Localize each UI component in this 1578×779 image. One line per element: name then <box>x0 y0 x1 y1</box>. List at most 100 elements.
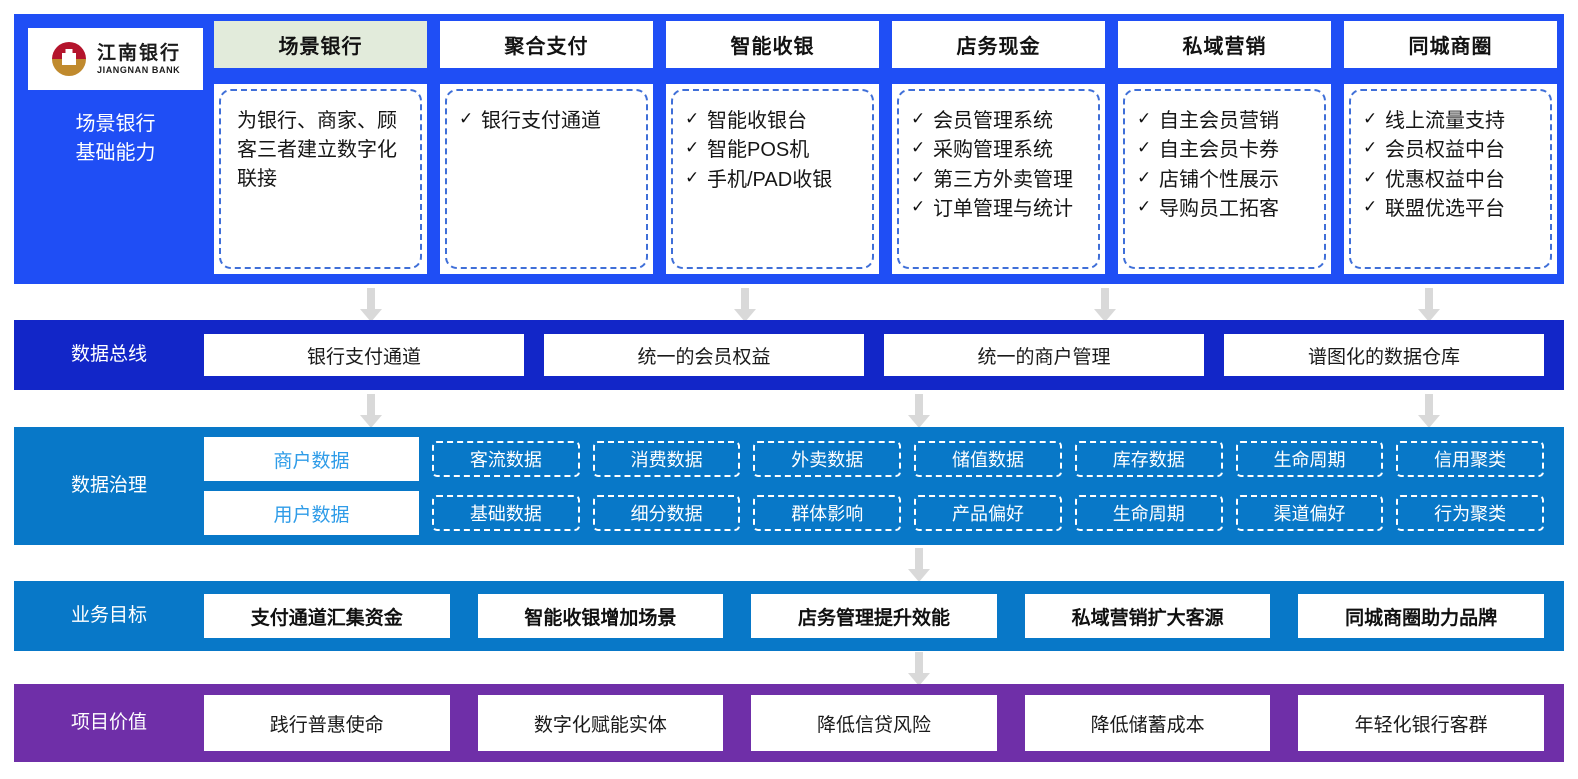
capability-card-list: ✓银行支付通道 <box>459 107 636 135</box>
capability-band: 江南银行 JIANGNAN BANK 场景银行 基础能力 场景银行 聚合支付 智… <box>14 14 1564 284</box>
databus-item-data-warehouse[interactable]: 谱图化的数据仓库 <box>1224 334 1544 376</box>
tab-private-marketing[interactable]: 私域营销 <box>1118 21 1331 68</box>
down-arrow-icon <box>358 394 384 428</box>
governance-main-user-data[interactable]: 用户数据 <box>204 491 419 535</box>
list-item: ✓联盟优选平台 <box>1363 197 1505 221</box>
capability-cards: 为银行、商家、顾客三者建立数字化联接 ✓银行支付通道 ✓智能收银台 ✓智能POS… <box>214 84 1557 274</box>
governance-grid: 商户数据 客流数据 消费数据 外卖数据 储值数据 库存数据 生命周期 信用聚类 … <box>204 437 1564 535</box>
governance-chip[interactable]: 生命周期 <box>1074 495 1223 531</box>
governance-band-label: 数据治理 <box>70 475 147 497</box>
governance-chip[interactable]: 行为聚类 <box>1396 495 1545 531</box>
goal-item-private-marketing-customers[interactable]: 私域营销扩大客源 <box>1024 594 1271 638</box>
value-band-label: 项目价值 <box>70 712 147 734</box>
check-icon: ✓ <box>459 109 474 128</box>
databus-item-payment-channel[interactable]: 银行支付通道 <box>204 334 524 376</box>
capability-tabs: 场景银行 聚合支付 智能收银 店务现金 私域营销 同城商圈 <box>214 21 1557 68</box>
list-item: ✓店铺个性展示 <box>1137 167 1279 191</box>
list-item: ✓第三方外卖管理 <box>911 167 1073 191</box>
check-icon: ✓ <box>1137 109 1152 128</box>
governance-chip[interactable]: 生命周期 <box>1235 441 1384 477</box>
value-items: 践行普惠使命 数字化赋能实体 降低信贷风险 降低储蓄成本 年轻化银行客群 <box>204 695 1564 751</box>
governance-chip[interactable]: 细分数据 <box>592 495 741 531</box>
goal-item-store-efficiency[interactable]: 店务管理提升效能 <box>751 594 997 638</box>
goals-band: 业务目标 支付通道汇集资金 智能收银增加场景 店务管理提升效能 私域营销扩大客源… <box>14 581 1564 651</box>
goals-items: 支付通道汇集资金 智能收银增加场景 店务管理提升效能 私域营销扩大客源 同城商圈… <box>204 594 1564 638</box>
capability-card-list: ✓会员管理系统 ✓采购管理系统 ✓第三方外卖管理 ✓订单管理与统计 <box>911 107 1088 224</box>
databus-band-label: 数据总线 <box>70 344 147 366</box>
capability-card-list: ✓线上流量支持 ✓会员权益中台 ✓优惠权益中台 ✓联盟优选平台 <box>1363 107 1540 224</box>
governance-row-merchant: 商户数据 客流数据 消费数据 外卖数据 储值数据 库存数据 生命周期 信用聚类 <box>204 437 1545 481</box>
check-icon: ✓ <box>685 167 700 187</box>
list-item: ✓智能POS机 <box>685 138 810 162</box>
list-item: ✓自主会员营销 <box>1137 109 1279 132</box>
goal-item-business-circle-brand[interactable]: 同城商圈助力品牌 <box>1298 594 1544 638</box>
governance-chip[interactable]: 外卖数据 <box>753 441 902 477</box>
check-icon: ✓ <box>685 109 700 128</box>
tab-scene-bank[interactable]: 场景银行 <box>214 21 427 68</box>
capability-band-label: 场景银行 基础能力 <box>75 113 156 164</box>
value-item-young-customers[interactable]: 年轻化银行客群 <box>1298 695 1544 751</box>
list-item: ✓优惠权益中台 <box>1363 167 1505 191</box>
list-item: ✓自主会员卡券 <box>1137 138 1279 162</box>
tab-smart-cashier[interactable]: 智能收银 <box>666 21 879 68</box>
tab-local-business-circle[interactable]: 同城商圈 <box>1344 21 1557 68</box>
value-item-savings-cost[interactable]: 降低储蓄成本 <box>1024 695 1271 751</box>
down-arrow-icon <box>906 548 932 582</box>
governance-chip[interactable]: 渠道偏好 <box>1235 495 1384 531</box>
down-arrow-icon <box>732 288 758 322</box>
capability-card-list: ✓自主会员营销 ✓自主会员卡券 ✓店铺个性展示 ✓导购员工拓客 <box>1137 107 1314 224</box>
governance-chip[interactable]: 储值数据 <box>914 441 1062 477</box>
check-icon: ✓ <box>911 167 926 187</box>
governance-chip[interactable]: 客流数据 <box>432 441 580 477</box>
list-item: ✓线上流量支持 <box>1363 109 1505 132</box>
goals-band-label: 业务目标 <box>70 605 147 627</box>
governance-band: 数据治理 商户数据 客流数据 消费数据 外卖数据 储值数据 库存数据 生命周期 … <box>14 427 1564 545</box>
check-icon: ✓ <box>1363 167 1378 187</box>
check-icon: ✓ <box>911 138 926 158</box>
databus-item-merchant-management[interactable]: 统一的商户管理 <box>884 334 1204 376</box>
value-item-credit-risk[interactable]: 降低信贷风险 <box>751 695 997 751</box>
bank-logo: 江南银行 JIANGNAN BANK <box>28 28 203 90</box>
capability-card: 为银行、商家、顾客三者建立数字化联接 <box>214 84 427 274</box>
governance-chip[interactable]: 消费数据 <box>592 441 741 477</box>
logo-wordmark: 江南银行 JIANGNAN BANK <box>97 44 181 75</box>
list-item: ✓采购管理系统 <box>911 138 1053 162</box>
governance-chip[interactable]: 产品偏好 <box>914 495 1062 531</box>
tab-store-cash[interactable]: 店务现金 <box>892 21 1105 68</box>
list-item: ✓导购员工拓客 <box>1137 197 1279 221</box>
capability-card: ✓自主会员营销 ✓自主会员卡券 ✓店铺个性展示 ✓导购员工拓客 <box>1118 84 1331 274</box>
tab-aggregate-payment[interactable]: 聚合支付 <box>440 21 653 68</box>
check-icon: ✓ <box>1363 138 1378 158</box>
governance-chip[interactable]: 信用聚类 <box>1396 441 1545 477</box>
check-icon: ✓ <box>1363 109 1378 128</box>
check-icon: ✓ <box>911 109 926 128</box>
down-arrow-icon <box>906 394 932 428</box>
capability-card: ✓线上流量支持 ✓会员权益中台 ✓优惠权益中台 ✓联盟优选平台 <box>1344 84 1557 274</box>
value-item-inclusive-mission[interactable]: 践行普惠使命 <box>204 695 450 751</box>
capability-card: ✓智能收银台 ✓智能POS机 ✓手机/PAD收银 <box>666 84 879 274</box>
governance-main-merchant-data[interactable]: 商户数据 <box>204 437 419 481</box>
check-icon: ✓ <box>685 138 700 158</box>
list-item: ✓会员权益中台 <box>1363 138 1505 162</box>
check-icon: ✓ <box>1137 167 1152 187</box>
list-item: ✓银行支付通道 <box>459 109 601 132</box>
list-item: ✓手机/PAD收银 <box>685 167 833 191</box>
capability-card-list: ✓智能收银台 ✓智能POS机 ✓手机/PAD收银 <box>685 107 862 194</box>
capability-card: ✓会员管理系统 ✓采购管理系统 ✓第三方外卖管理 ✓订单管理与统计 <box>892 84 1105 274</box>
down-arrow-icon <box>906 652 932 686</box>
goal-item-smart-cashier-scenes[interactable]: 智能收银增加场景 <box>477 594 724 638</box>
value-band: 项目价值 践行普惠使命 数字化赋能实体 降低信贷风险 降低储蓄成本 年轻化银行客… <box>14 684 1564 762</box>
logo-name-en: JIANGNAN BANK <box>96 64 181 75</box>
value-item-digital-empowerment[interactable]: 数字化赋能实体 <box>477 695 724 751</box>
jiangnan-bank-logo-icon <box>50 40 88 78</box>
governance-chip[interactable]: 基础数据 <box>432 495 580 531</box>
check-icon: ✓ <box>1137 197 1152 217</box>
list-item: ✓会员管理系统 <box>911 109 1053 132</box>
governance-chip[interactable]: 群体影响 <box>753 495 902 531</box>
logo-name-cn: 江南银行 <box>96 42 181 64</box>
databus-item-member-rights[interactable]: 统一的会员权益 <box>544 334 864 376</box>
goal-item-payment-funds[interactable]: 支付通道汇集资金 <box>204 594 450 638</box>
list-item: ✓订单管理与统计 <box>911 197 1073 221</box>
governance-chip[interactable]: 库存数据 <box>1074 441 1223 477</box>
